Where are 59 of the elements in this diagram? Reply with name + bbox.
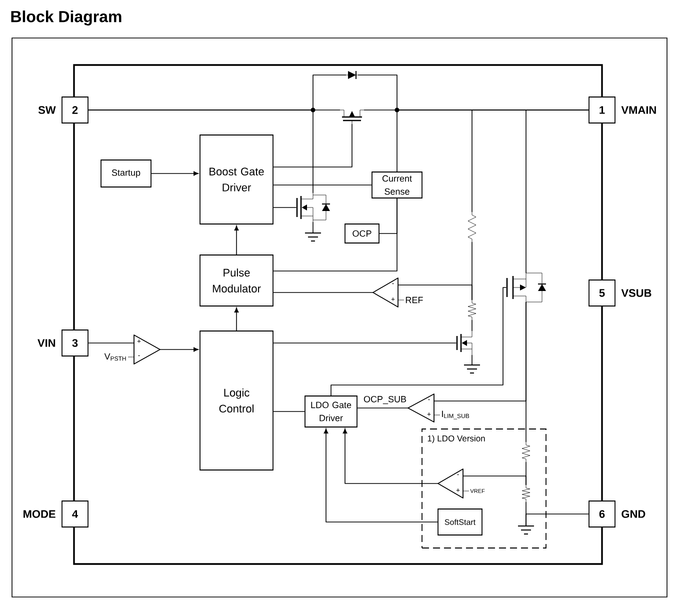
wire (434, 302, 526, 402)
pin-box: 5 (588, 280, 616, 306)
function-block: Boost Gate Driver (200, 134, 274, 224)
transistor-symbol (506, 272, 546, 302)
signal-label: V$_{PSTH}$ (104, 353, 126, 361)
resistor-symbol (468, 212, 476, 242)
wire (88, 110, 314, 194)
arrow (234, 226, 239, 255)
pin-box: 3 (62, 330, 88, 356)
function-block: Startup (100, 160, 152, 188)
wire (526, 514, 589, 526)
wire (379, 198, 398, 234)
wire (312, 222, 314, 234)
function-block: Current Sense (372, 172, 422, 198)
arrow (324, 428, 438, 522)
wire (273, 184, 372, 186)
transistor-symbol (296, 192, 330, 222)
wire (273, 292, 374, 293)
function-block: Pulse Modulator (200, 254, 274, 306)
wire (88, 342, 134, 344)
transistor-symbol (456, 330, 472, 356)
resistor-symbol (468, 300, 476, 320)
function-block: OCP (344, 224, 380, 244)
pin-label: VMAIN (621, 106, 656, 114)
pin-label: MODE (24, 510, 56, 518)
function-block: SoftStart (438, 508, 482, 536)
arrow (160, 347, 198, 352)
wire (273, 207, 296, 208)
ground-symbol (518, 526, 534, 534)
wire (273, 411, 305, 412)
resistor-symbol (522, 442, 530, 462)
ground-symbol (304, 232, 322, 242)
wire (330, 287, 506, 396)
diode-symbol (346, 70, 358, 80)
wire (462, 476, 526, 486)
wire (398, 284, 472, 300)
function-block: Logic Control (200, 330, 274, 470)
pin-box: 1 (588, 96, 616, 124)
pin-label: SW (38, 106, 56, 114)
edge-label: OCP_SUB (362, 394, 408, 406)
wire (273, 124, 352, 168)
pin-box: 4 (62, 500, 88, 528)
ground-symbol (464, 364, 480, 374)
wire (273, 342, 456, 344)
resistor-symbol (522, 484, 530, 502)
pin-box: 6 (588, 500, 616, 528)
pin-label: VIN (38, 339, 56, 347)
arrow (342, 428, 438, 484)
signal-label: I$_{LIM_SUB}$ (442, 410, 470, 420)
wire (526, 110, 589, 274)
signal-label: REF (406, 296, 423, 304)
diagram-title: Block Diagram (11, 10, 122, 26)
pin-box: 2 (62, 96, 88, 124)
pin-label: VSUB (621, 289, 652, 297)
arrow (234, 308, 239, 331)
function-block: LDO Gate Driver (304, 396, 358, 428)
transistor-symbol (340, 110, 364, 124)
pin-label: GND (622, 510, 646, 518)
arrow (151, 171, 198, 176)
